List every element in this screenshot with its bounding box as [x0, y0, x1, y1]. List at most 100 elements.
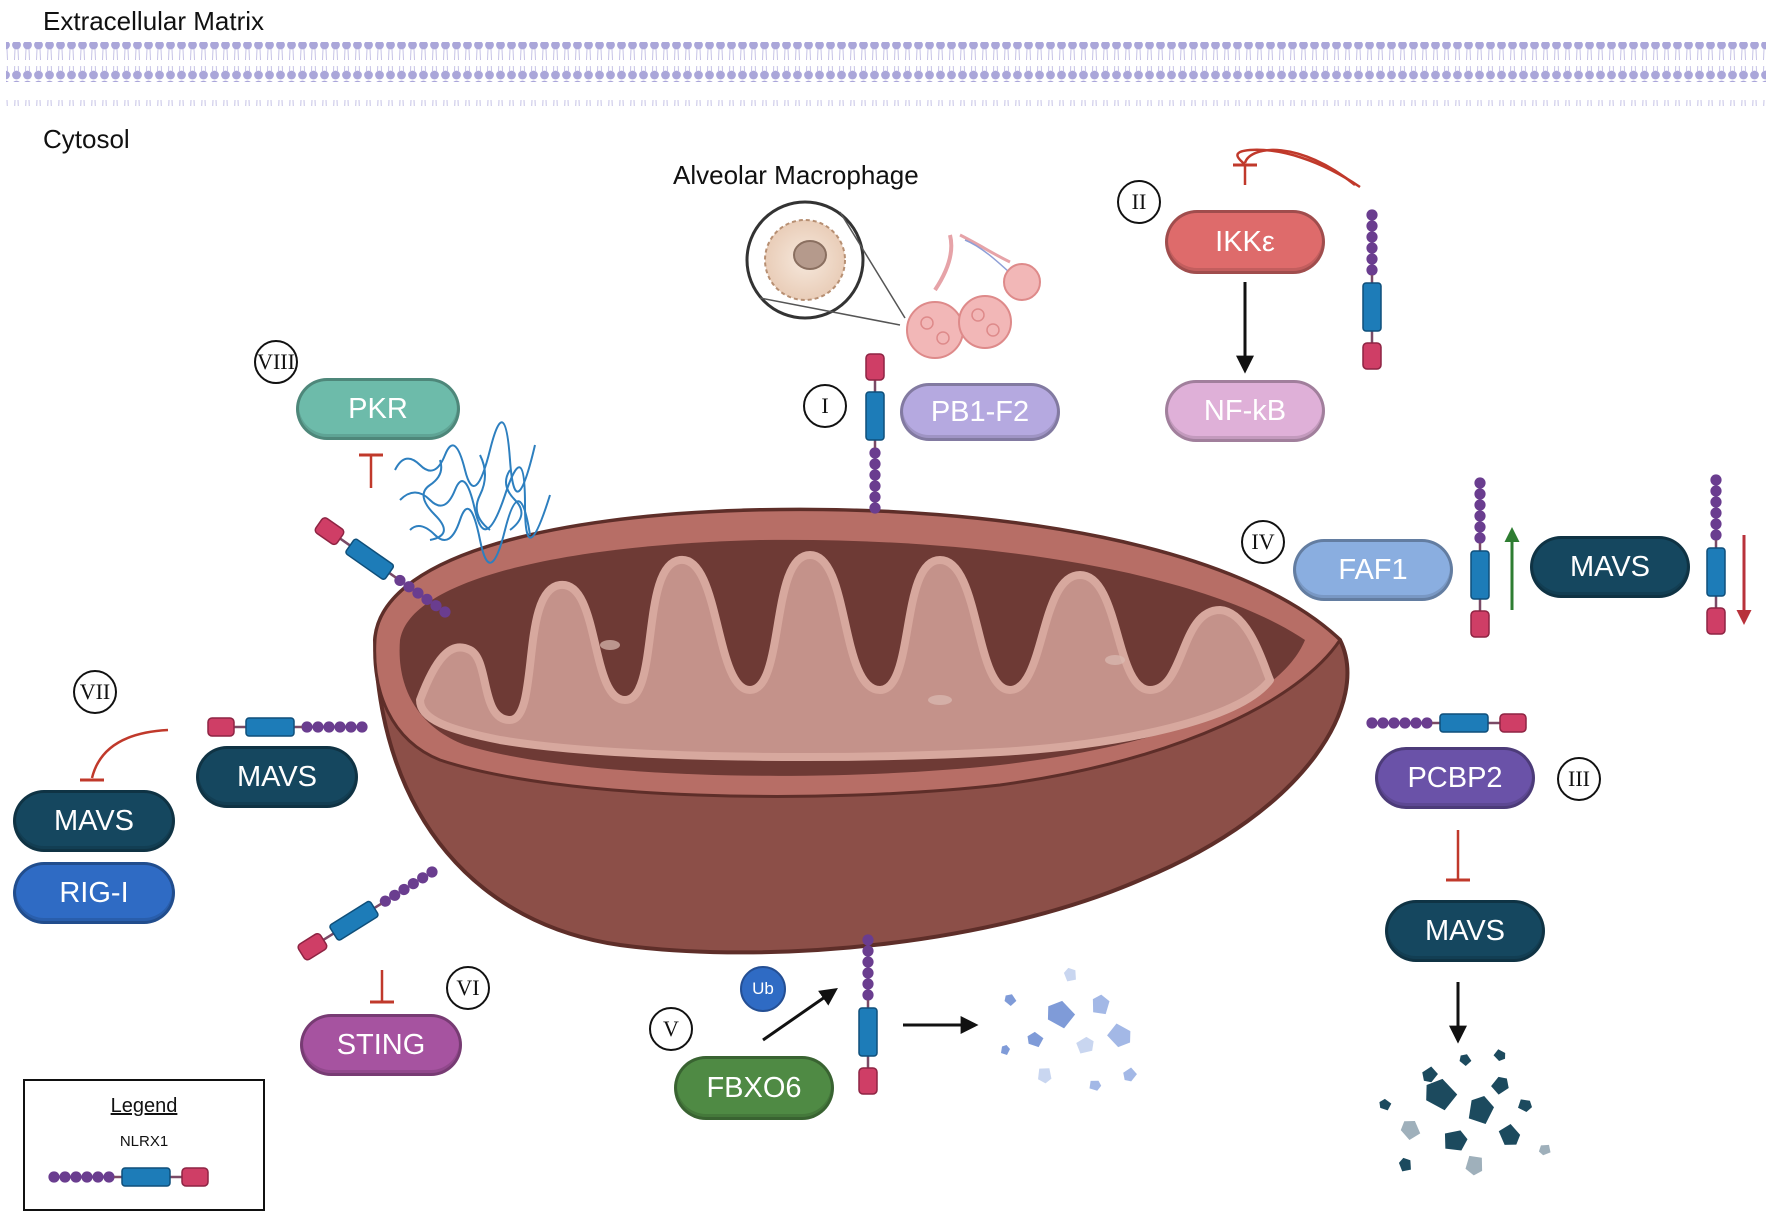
navy-fragment — [1459, 1054, 1472, 1066]
nlrx1-bead — [103, 1171, 115, 1183]
nlrx1-bead — [1388, 717, 1400, 729]
nlrx1-bead — [869, 447, 881, 459]
nlrx1-bead — [1366, 231, 1378, 243]
navy-fragment — [1493, 1049, 1506, 1062]
nlrx1-lrr-domain — [121, 1167, 171, 1187]
nlrx1-lrr-domain — [1439, 713, 1489, 733]
nlrx1-viii — [314, 517, 451, 618]
nlrx1-bead — [1366, 242, 1378, 254]
navy-fragment — [1538, 1144, 1551, 1156]
nlrx1-cap-domain — [297, 932, 328, 961]
nlrx1-bead — [1410, 717, 1422, 729]
navy-fragment — [1426, 1078, 1458, 1111]
blue-fragment — [1076, 1036, 1094, 1054]
nlrx1-bead — [862, 945, 874, 957]
nlrx1-bead — [862, 967, 874, 979]
navy-fragment — [1491, 1076, 1509, 1095]
nlrx1-bead — [356, 721, 368, 733]
nlrx1-cap-domain — [1499, 713, 1527, 733]
mavs-protein-iii: MAVS — [1385, 900, 1545, 962]
nlrx1-bead — [1366, 264, 1378, 276]
nlrx1-bead — [869, 458, 881, 470]
nlrx1-bead — [403, 581, 415, 593]
nlrx1-bead — [301, 721, 313, 733]
label-vi: VI — [446, 966, 490, 1010]
nlrx1-bead — [417, 872, 429, 884]
nlrx1-bead — [1474, 488, 1486, 500]
nlrx1-molecules — [207, 209, 1726, 1095]
nlrx1-bead — [407, 878, 419, 890]
nlrx1-bead — [1377, 717, 1389, 729]
nlrx1-bead — [59, 1171, 71, 1183]
nlrx1-bead — [323, 721, 335, 733]
legend-nlrx1 — [48, 1167, 209, 1187]
navy-fragment — [1498, 1124, 1521, 1145]
nlrx1-vii — [207, 717, 368, 737]
nlrx1-lrr-domain — [1362, 282, 1382, 332]
legend-item-nlrx1: NLRX1 — [119, 1133, 169, 1150]
extracellular-matrix-label: Extracellular Matrix — [43, 6, 265, 36]
nlrx1-cap-domain — [1706, 607, 1726, 635]
nlrx1-bead — [869, 480, 881, 492]
nlrx1-bead — [1710, 474, 1722, 486]
nlrx1-bead — [398, 883, 410, 896]
blue-fragment — [1001, 1045, 1010, 1055]
nlrx1-bead — [70, 1171, 82, 1183]
nlrx1-lrr-domain — [245, 717, 295, 737]
blue-fragment — [1089, 1080, 1102, 1091]
nlrx1-bead — [426, 866, 438, 878]
mavs-protein-vii-top: MAVS — [196, 746, 358, 808]
nlrx1-bead — [334, 721, 346, 733]
navy-fragment — [1465, 1155, 1483, 1176]
legend-nlrx1-glyph — [48, 1167, 209, 1187]
blue-fragment — [1004, 994, 1017, 1006]
nlrx1-lrr-domain — [1706, 547, 1726, 597]
nlrx1-bead — [421, 593, 433, 605]
navy-fragment — [1398, 1157, 1411, 1172]
label-i: I — [803, 384, 847, 428]
nlrx1-cap-domain — [181, 1167, 209, 1187]
nlrx1-bead — [862, 978, 874, 990]
ikke-protein: IKKε — [1165, 210, 1325, 274]
nlrx1-bead — [869, 469, 881, 481]
nlrx1-cap-domain — [858, 1067, 878, 1095]
mavs-protein-iv: MAVS — [1530, 536, 1690, 598]
cytosol-label: Cytosol — [43, 124, 130, 154]
nlrx1-bead — [81, 1171, 93, 1183]
nlrx1-i — [865, 353, 885, 514]
nlrx1-bead — [862, 989, 874, 1001]
nlrx1-bead — [1710, 529, 1722, 541]
nlrx1-lrr-domain — [345, 538, 395, 580]
navy-fragment — [1518, 1099, 1532, 1112]
viral-rna-icon — [394, 421, 551, 564]
nlrx1-iv-left — [1470, 477, 1490, 638]
nlrx1-bead — [1399, 717, 1411, 729]
nlrx1-bead — [1366, 220, 1378, 232]
nlrx1-lrr-domain — [858, 1007, 878, 1057]
blue-fragment — [1123, 1067, 1137, 1082]
nlrx1-bead — [1710, 485, 1722, 497]
label-ii: II — [1117, 180, 1161, 224]
nlrx1-bead — [345, 721, 357, 733]
nlrx1-bead — [412, 587, 424, 599]
blue-fragment — [1107, 1023, 1131, 1048]
navy-fragment — [1422, 1066, 1438, 1083]
nlrx1-bead — [1710, 496, 1722, 508]
rigi-protein: RIG-I — [13, 862, 175, 924]
nlrx1-bead — [1474, 532, 1486, 544]
navy-fragment — [1444, 1130, 1468, 1151]
nlrx1-bead — [1710, 507, 1722, 519]
sting-protein: STING — [300, 1014, 462, 1076]
nlrx1-bead — [439, 606, 451, 618]
nlrx1-v — [858, 934, 878, 1095]
nlrx1-bead — [1474, 510, 1486, 522]
nlrx1-ii — [1362, 209, 1382, 370]
blue-fragment — [1038, 1068, 1052, 1084]
nlrx1-bead — [869, 491, 881, 503]
nlrx1-iv-right — [1706, 474, 1726, 635]
navy-fragment — [1400, 1121, 1421, 1140]
label-iii: III — [1557, 757, 1601, 801]
pcbp2-protein: PCBP2 — [1375, 747, 1535, 809]
blue-fragment — [1027, 1031, 1044, 1048]
